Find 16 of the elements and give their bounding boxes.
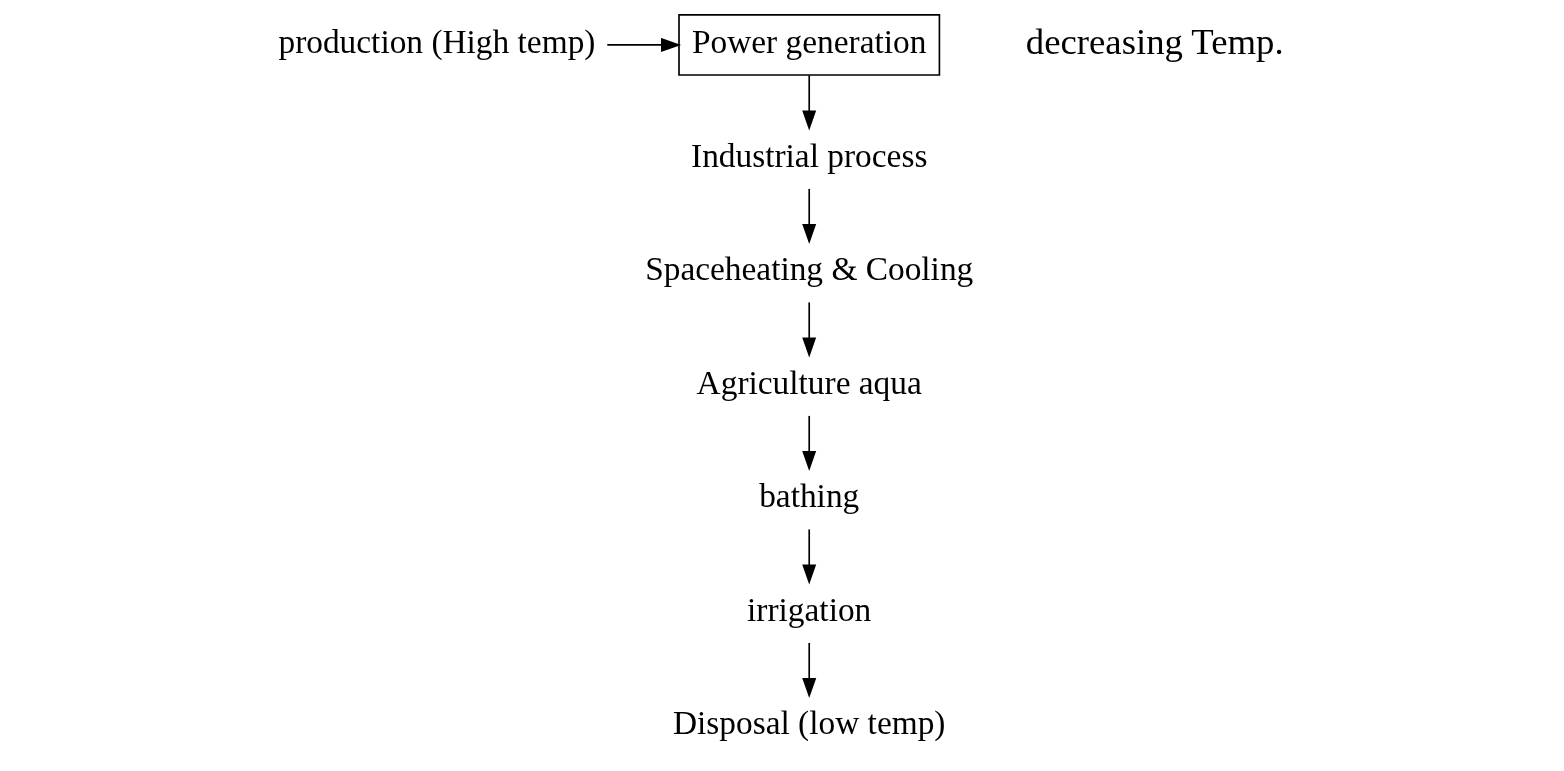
arrow [801, 415, 816, 472]
node-text: Industrial process [690, 136, 927, 174]
arrow [801, 74, 816, 131]
arrow [605, 37, 681, 52]
arrow [801, 301, 816, 358]
node-box: Power generation [677, 14, 940, 76]
arrow [801, 528, 816, 585]
node-text: Disposal (low temp) [672, 704, 945, 742]
node-text: production (High temp) [277, 23, 595, 61]
label: decreasing Temp. [1025, 21, 1284, 63]
arrow [801, 188, 816, 244]
node-text: irrigation [746, 590, 871, 628]
node-text: Spaceheating & Cooling [644, 250, 973, 288]
node-text: bathing [758, 477, 859, 515]
arrow [801, 642, 816, 699]
node-text: Agriculture aqua [696, 363, 922, 401]
